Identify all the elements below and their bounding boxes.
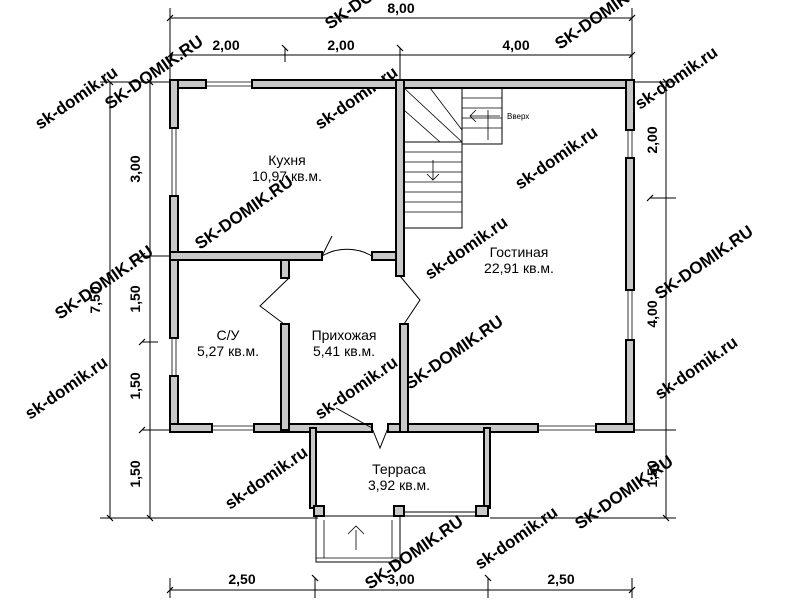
- doors: [259, 235, 421, 450]
- hall-area: 5,41 кв.м.: [313, 343, 375, 359]
- bath-name: С/У: [217, 327, 240, 343]
- watermark: SK-DOMIK.RU: [401, 312, 506, 394]
- hall-name: Прихожая: [312, 327, 377, 343]
- terrace-steps: [315, 515, 401, 563]
- living-name: Гостиная: [490, 244, 549, 260]
- dimension-top-total: 8,00: [387, 0, 414, 16]
- watermark: sk-domik.ru: [221, 442, 311, 513]
- watermark: sk-domik.ru: [651, 332, 741, 403]
- kitchen-area: 10,97 кв.м.: [252, 168, 322, 184]
- living-area: 22,91 кв.м.: [484, 260, 554, 276]
- watermark: sk-domik.ru: [511, 122, 601, 193]
- bath-area: 5,27 кв.м.: [197, 343, 259, 359]
- dimension-lines-top: [166, 8, 636, 80]
- kitchen-name: Кухня: [268, 152, 305, 168]
- dimension-lines-left: [100, 78, 318, 522]
- terrace-area: 3,92 кв.м.: [368, 477, 430, 493]
- dimension-bottom-c: 2,50: [547, 571, 574, 587]
- watermark: SK-DOMIK.RU: [651, 222, 756, 304]
- watermark: sk-domik.ru: [21, 352, 111, 423]
- watermark: sk-domik.ru: [311, 352, 401, 423]
- dimension-left-c: 1,50: [127, 372, 143, 399]
- dimension-top-b: 2,00: [327, 37, 354, 53]
- dimension-right-a: 2,00: [644, 126, 660, 153]
- watermark: sk-domik.ru: [631, 42, 721, 113]
- dimension-lines-bottom: [166, 574, 636, 598]
- dimension-left-d: 1,50: [127, 460, 143, 487]
- dimension-lines-right: [490, 78, 676, 522]
- dimension-top-c: 4,00: [502, 37, 529, 53]
- watermark: SK-DOMIK.RU: [571, 452, 676, 534]
- watermark: SK-DOMIK.RU: [551, 0, 656, 53]
- dimension-left-b: 1,50: [127, 285, 143, 312]
- dimension-bottom-b: 3,00: [387, 571, 414, 587]
- dimension-left-a: 3,00: [127, 155, 143, 182]
- stairs: [403, 87, 503, 229]
- dimension-right-b: 4,00: [644, 300, 660, 327]
- dimension-right-c: 1,50: [644, 460, 660, 487]
- stairs-label: Вверх: [507, 112, 529, 121]
- watermark: sk-domik.ru: [311, 62, 401, 133]
- dimension-bottom-a: 2,50: [228, 571, 255, 587]
- windows: [171, 81, 633, 431]
- terrace-name: Терраса: [372, 461, 426, 477]
- walls: [169, 79, 635, 517]
- dimension-left-total: 7,50: [87, 286, 103, 313]
- dimension-top-a: 2,00: [212, 37, 239, 53]
